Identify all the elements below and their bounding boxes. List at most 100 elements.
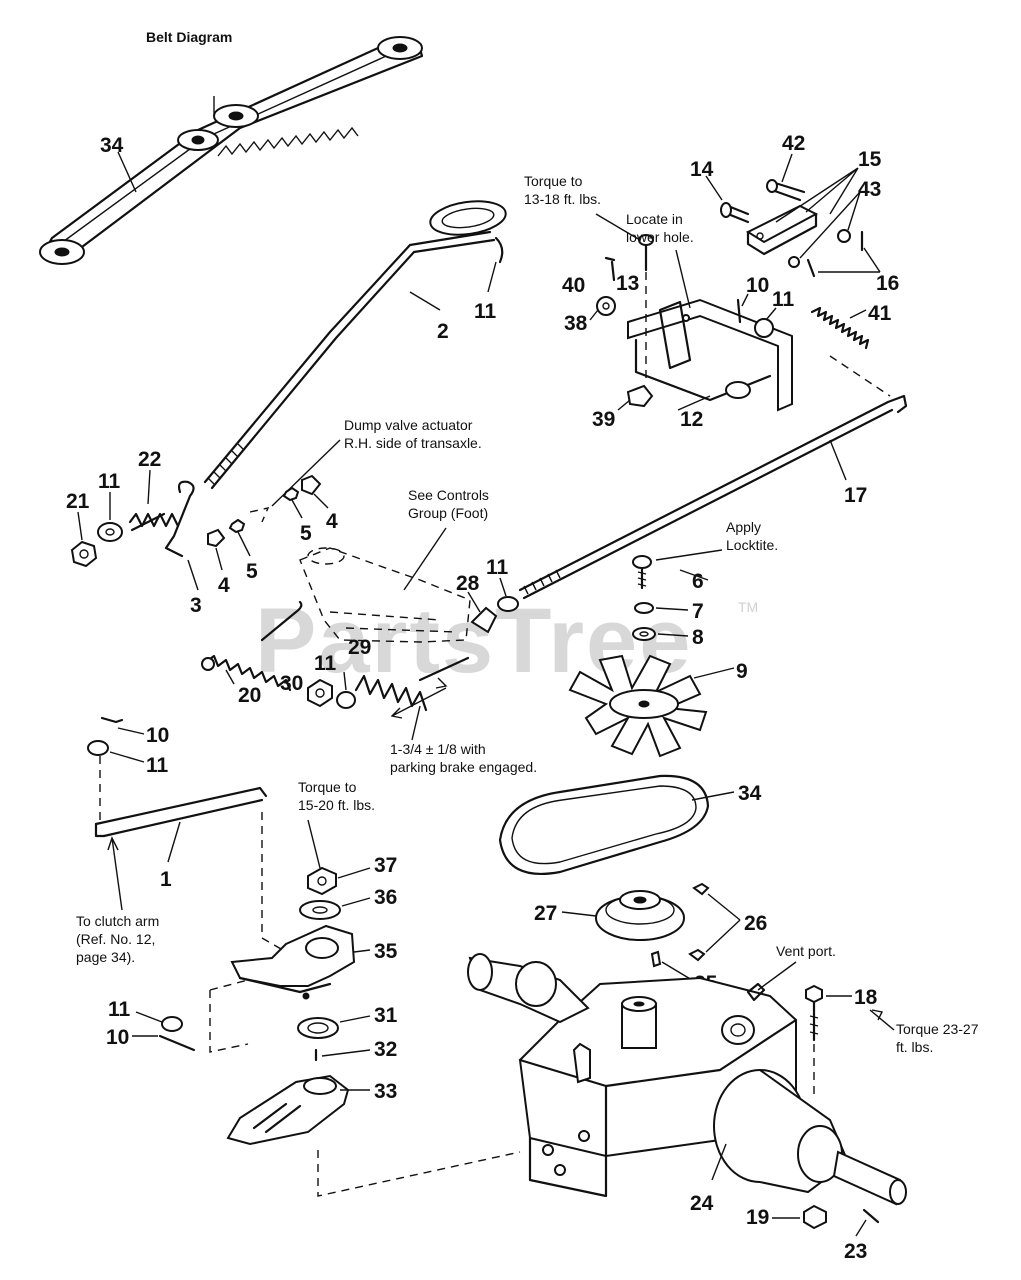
note-spring-line2: parking brake engaged. [390, 759, 537, 775]
leader-24 [711, 1143, 727, 1181]
transaxle-bolt-1 [542, 1144, 554, 1156]
callout-32: 32 [374, 1038, 397, 1061]
rod-2-handle-inner [441, 207, 495, 229]
callout-33: 33 [374, 1080, 397, 1103]
bushing-31-inner [307, 1022, 329, 1034]
leader-locktite [655, 549, 723, 561]
leader-17 [829, 439, 847, 481]
pulley-bottom-hub [54, 247, 70, 257]
belt-diagram: Belt Diagram 34 [39, 29, 424, 265]
bracket-15-hole [756, 232, 764, 240]
callout-11-left: 11 [98, 470, 121, 493]
nut-39 [626, 384, 654, 408]
callout-34: 34 [100, 134, 124, 157]
lockwasher-5a [228, 518, 246, 534]
dash-rod1-35 [261, 812, 301, 961]
cotter-16b [806, 258, 816, 278]
note-torque-15-20-line1: Torque to [298, 779, 357, 795]
callout-19: 19 [746, 1206, 769, 1229]
callout-10-upper: 10 [746, 274, 769, 297]
leader-1 [167, 821, 181, 863]
callout-4-right: 4 [326, 510, 338, 533]
washer-43b [788, 256, 800, 268]
pedal-plate-33-boss [303, 1077, 337, 1095]
leader-43 [799, 191, 861, 259]
rod-2-handle-loop [429, 200, 507, 236]
transaxle-24-top-edge [518, 1018, 798, 1088]
leader-38 [589, 309, 599, 321]
leader-dump-valve [271, 439, 341, 507]
leader-14 [705, 175, 723, 201]
bolt-18-head [805, 984, 823, 1004]
dimension-spring [390, 677, 448, 719]
clip-11a [494, 236, 504, 264]
leader-6 [679, 569, 709, 581]
setscrew-26b [688, 948, 706, 962]
bolt-18-thread [809, 1015, 819, 1035]
callout-8: 8 [692, 626, 704, 649]
key-25 [650, 950, 662, 968]
washer-11e [336, 691, 356, 709]
washer-8 [632, 627, 656, 641]
nut-19 [803, 1204, 827, 1230]
arm-12-left [658, 300, 692, 370]
leader-23 [855, 1219, 867, 1237]
note-torque-15-20-line2: 15-20 ft. lbs. [298, 797, 375, 813]
belt-spring [217, 126, 359, 157]
cam-35-boss [305, 937, 339, 959]
leader-34a [117, 151, 137, 193]
axle-end-right [889, 1179, 907, 1205]
key-23 [862, 1208, 880, 1224]
rod-17-main [518, 394, 908, 592]
bushing-31 [297, 1017, 339, 1039]
leader-spring-note [411, 705, 421, 741]
leader-41 [849, 309, 867, 319]
spring-22-axis [130, 512, 166, 532]
pin-42-head [766, 179, 778, 193]
spring-20 [204, 654, 292, 692]
foot-control-outline [299, 547, 471, 643]
leader-4a [215, 547, 223, 571]
callout-36: 36 [374, 886, 397, 909]
spring-20-hook [260, 600, 303, 642]
washer-11f [87, 740, 109, 756]
dash-33-transaxle [317, 1150, 521, 1197]
note-torque-23-27-line1: Torque 23-27 [896, 1021, 979, 1037]
note-torque-23-27-line2: ft. lbs. [896, 1039, 933, 1055]
callout-2: 2 [437, 320, 449, 343]
washer-11d [497, 596, 519, 612]
callout-10-lower: 10 [146, 724, 169, 747]
note-dump-valve-line1: Dump valve actuator [344, 417, 473, 433]
callout-21: 21 [66, 490, 90, 513]
note-locktite-line1: Apply [726, 519, 761, 535]
callout-40: 40 [562, 274, 585, 297]
washer-36 [299, 900, 341, 920]
dash-dump-valve [249, 507, 270, 523]
idler-pulley-hub [191, 135, 205, 145]
callout-24: 24 [690, 1192, 714, 1215]
transaxle-lever-mount [572, 1042, 591, 1084]
callout-12: 12 [680, 408, 703, 431]
leader-torque-13 [595, 213, 641, 241]
spring-29-rod [418, 656, 470, 682]
leader-15 [775, 167, 859, 223]
pin-14-head [720, 202, 732, 218]
bolt-6-thread [637, 571, 647, 587]
callout-37: 37 [374, 854, 397, 877]
rod-17: 17 [518, 355, 908, 600]
leader-vent [757, 961, 797, 991]
leader-36 [341, 897, 371, 907]
cotter-40 [604, 256, 616, 282]
leader-35 [353, 949, 371, 953]
note-torque-13-18-line2: 13-18 ft. lbs. [524, 191, 601, 207]
nut-37-hole [317, 876, 327, 886]
callout-14: 14 [690, 158, 714, 181]
pulley-top-hub [392, 43, 408, 53]
note-spring-line1: 1-3/4 ± 1/8 with [390, 741, 486, 757]
foot-control-boss [307, 547, 345, 565]
transaxle-input-bore [633, 1001, 645, 1007]
nut-30-hole [315, 688, 325, 698]
leader-5b [291, 499, 303, 519]
leader-locate [675, 249, 691, 309]
foot-control-lines [329, 611, 457, 633]
